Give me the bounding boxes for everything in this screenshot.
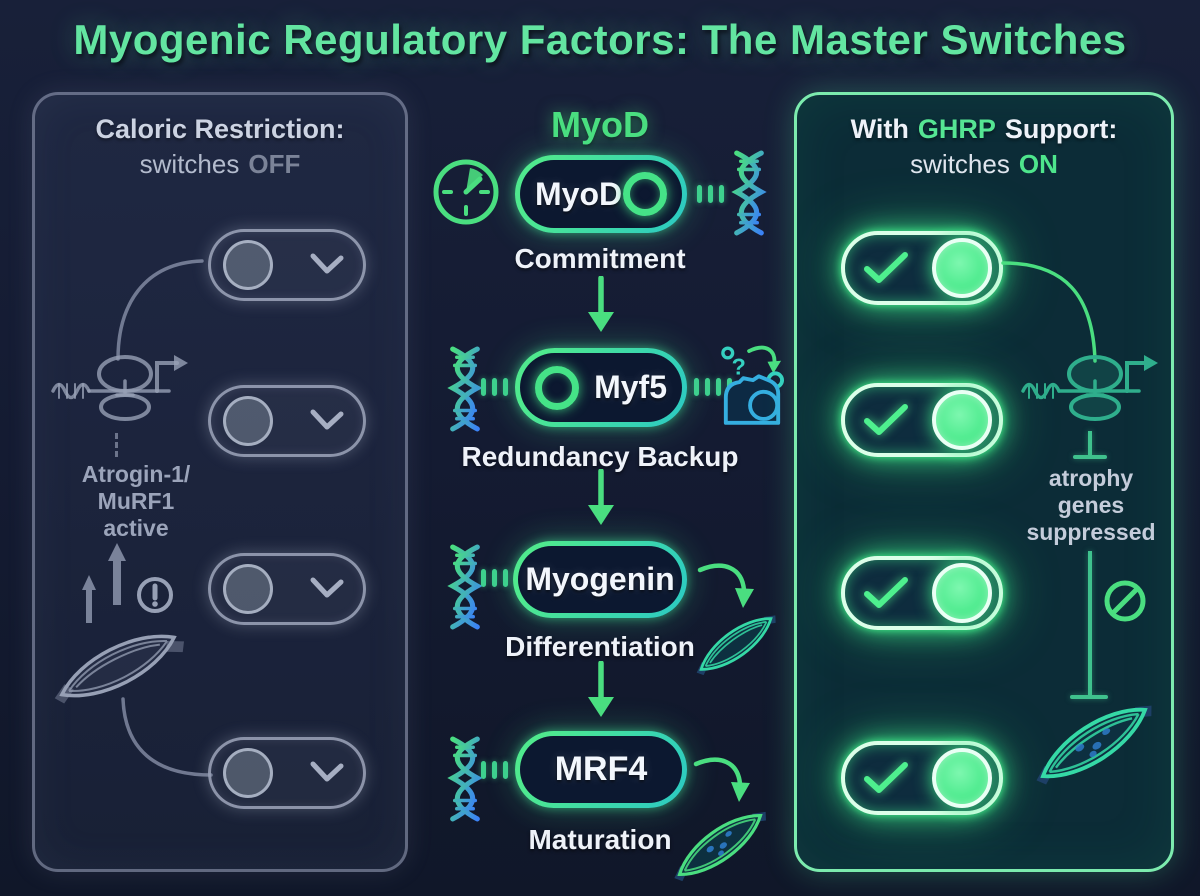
dna-helix-icon	[447, 544, 483, 630]
atrophy-genes-label: atrophy genes suppressed	[1026, 465, 1156, 546]
up-arrow-icon	[82, 575, 96, 623]
check-icon	[864, 577, 908, 608]
toggle-off-2[interactable]	[208, 385, 366, 457]
toggle-knob	[223, 564, 273, 614]
toggle-knob	[623, 172, 667, 216]
toggle-off-4[interactable]	[208, 737, 366, 809]
muscle-fiber-icon	[662, 794, 780, 892]
stage-label: Redundancy Backup	[461, 441, 739, 472]
chevron-down-icon	[310, 253, 344, 274]
toggle-knob	[932, 390, 992, 450]
panel-heading-line2: switches OFF	[35, 147, 405, 182]
chevron-down-icon	[310, 577, 344, 598]
toggle-knob	[223, 240, 273, 290]
switches-label: switches	[139, 149, 240, 180]
flow-arrow-down	[588, 276, 614, 332]
myogenin-pill: Myogenin	[513, 541, 687, 618]
panel-heading-line2: switches ON	[797, 147, 1171, 182]
factor-label: MRF4	[554, 750, 648, 788]
inhibition-bar-cap	[1073, 455, 1107, 459]
connector-curve	[116, 259, 204, 361]
signal-dashes	[697, 185, 724, 203]
myod-heading: MyoD	[551, 104, 649, 145]
curved-arrow-icon	[697, 563, 754, 608]
factor-label: Myf5	[594, 369, 667, 405]
no-entry-icon	[1104, 580, 1146, 622]
toggle-on-1[interactable]	[841, 231, 1003, 305]
caloric-restriction-heading: Caloric Restriction: switches OFF	[35, 111, 405, 183]
off-state-label: OFF	[248, 149, 301, 180]
panel-heading-line1: Caloric Restriction:	[95, 114, 345, 144]
ghrp-accent-label: GHRP	[917, 114, 996, 144]
toggle-knob	[932, 748, 992, 808]
toggle-off-1[interactable]	[208, 229, 366, 301]
check-icon	[864, 252, 908, 283]
muscle-fiber-icon	[1019, 681, 1169, 805]
dna-helix-icon	[447, 346, 483, 432]
chevron-down-icon	[310, 761, 344, 782]
stage-label: Maturation	[528, 824, 672, 855]
signal-dashes	[481, 761, 508, 779]
toggle-on-2[interactable]	[841, 383, 1003, 457]
toggle-knob	[223, 748, 273, 798]
toggle-knob	[932, 563, 992, 623]
mrf4-pill: MRF4	[515, 731, 687, 808]
inhibition-bar-cap	[1070, 695, 1108, 699]
signal-dashes	[481, 569, 508, 587]
transcription-machinery-icon	[51, 355, 188, 421]
transcription-machinery-icon	[1021, 355, 1158, 421]
inhibition-bar	[1088, 431, 1092, 455]
inhibition-bar	[1088, 551, 1092, 695]
alert-icon	[137, 577, 173, 613]
switches-label: switches	[910, 149, 1010, 180]
toggle-knob	[932, 238, 992, 298]
dna-helix-icon	[731, 150, 767, 236]
stage-label: Commitment	[514, 243, 686, 274]
connector-curve	[1001, 261, 1097, 363]
connector-curve	[121, 697, 213, 777]
toggle-on-3[interactable]	[841, 556, 1003, 630]
check-icon	[864, 404, 908, 435]
factor-label: Myogenin	[525, 561, 675, 597]
myf5-switch[interactable]: Myf5	[515, 348, 687, 427]
caloric-restriction-panel: Caloric Restriction: switches OFF	[32, 92, 408, 872]
backup-machine-icon: ?	[721, 345, 784, 425]
curved-arrow-icon	[693, 757, 750, 802]
page-title: Myogenic Regulatory Factors: The Master …	[73, 16, 1127, 63]
stage-label: Differentiation	[505, 631, 695, 662]
up-arrow-icon	[108, 543, 126, 605]
toggle-on-4[interactable]	[841, 741, 1003, 815]
atrogin-murf1-label: Atrogin-1/ MuRF1 active	[81, 461, 191, 542]
signal-dashes	[481, 378, 508, 396]
myod-switch[interactable]: MyoD	[515, 155, 687, 233]
flow-arrow-down	[588, 661, 614, 717]
dashed-connector	[115, 433, 118, 457]
muscle-fiber-icon	[45, 615, 195, 715]
svg-text:?: ?	[732, 353, 746, 379]
clock-timer-icon	[433, 159, 499, 225]
on-state-label: ON	[1018, 149, 1058, 180]
toggle-off-3[interactable]	[208, 553, 366, 625]
toggle-knob	[223, 396, 273, 446]
toggle-knob	[535, 365, 579, 410]
flow-arrow-down	[588, 469, 614, 525]
chevron-down-icon	[310, 409, 344, 430]
dna-helix-icon	[447, 736, 483, 822]
check-icon	[864, 762, 908, 793]
muscle-fiber-icon	[686, 598, 786, 690]
factor-label: MyoD	[535, 175, 623, 212]
